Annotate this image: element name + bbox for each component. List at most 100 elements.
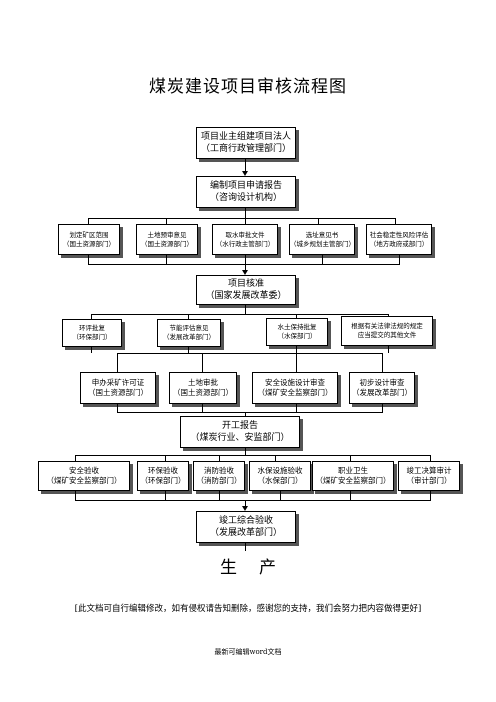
step-final-acceptance: 竣工综合验收 （发展改革部门） — [196, 511, 296, 543]
connector — [245, 264, 246, 272]
connector — [350, 455, 351, 461]
connector — [91, 314, 388, 315]
connector — [395, 218, 396, 224]
step-department: （环保部门） — [140, 476, 186, 485]
connector — [245, 412, 246, 416]
step-environmental-acceptance: 环保验收 （环保部门） — [137, 461, 189, 491]
step-other-documents: 根据有关法律法规的规定 应当提交的其他文件 — [341, 316, 433, 346]
connector — [88, 255, 89, 264]
step-department: （咨询设计机构） — [209, 193, 282, 203]
step-label: 消防验收 — [204, 465, 234, 475]
connector — [117, 412, 383, 413]
step-label: 竣工决算审计 — [406, 465, 452, 475]
connector — [202, 353, 203, 372]
step-water-permit: 取水审批文件 （水行政主管部门） — [212, 224, 278, 255]
connector — [296, 404, 297, 412]
step-label: 环保验收 — [148, 465, 178, 475]
connector — [188, 347, 189, 353]
step-department: （发展改革部门） — [352, 388, 412, 397]
connector — [166, 218, 167, 224]
connector — [91, 314, 92, 319]
connector — [88, 264, 400, 265]
step-department: （煤矿安全监察部门） — [46, 476, 122, 485]
step-safety-acceptance: 安全验收 （煤矿安全监察部门） — [38, 461, 130, 491]
step-application-report: 编制项目申请报告 （咨询设计机构） — [196, 176, 296, 208]
connector — [219, 491, 220, 500]
step-label: 划定矿区范围 — [69, 230, 109, 239]
connector — [399, 255, 400, 264]
footer-text: 最新可编辑word文档 — [214, 648, 282, 656]
connector — [88, 218, 89, 224]
connector — [91, 347, 92, 353]
connector — [296, 346, 297, 353]
connector — [382, 353, 383, 372]
step-social-risk: 社会稳定性风险评估 （地方政府或部门） — [366, 224, 432, 255]
step-label: 水土保持批复 — [277, 323, 317, 332]
connector — [117, 353, 383, 354]
step-department: （发展改革部门） — [163, 333, 215, 341]
page-title: 煤炭建设项目审核流程图 — [149, 77, 347, 97]
step-label: 开工报告 — [221, 420, 258, 431]
connector — [296, 353, 297, 372]
connector — [350, 491, 351, 500]
step-site-selection: 选址意见书 （城乡规划主管部门） — [289, 224, 355, 255]
step-project-approval: 项目核准 （国家发展改革委） — [196, 275, 296, 305]
step-department: 应当提交的其他文件 — [357, 331, 417, 339]
connector — [117, 404, 118, 412]
connector — [405, 455, 431, 456]
production-label: 生产 — [220, 558, 298, 578]
step-land-approval: 土地审批 （国土资源部门） — [169, 372, 237, 404]
step-department: （煤矿安全监察部门） — [257, 388, 333, 397]
step-water-conservation-acceptance: 水保设施验收 （水保部门） — [249, 461, 311, 491]
step-department: （审计部门） — [406, 476, 452, 485]
step-project-legal-person: 项目业主组建项目法人 （工商行政管理部门） — [196, 127, 296, 159]
step-label: 环评批复 — [79, 324, 105, 333]
step-department: （煤矿安全监察部门） — [315, 476, 391, 485]
connector — [430, 455, 431, 461]
step-department: （发展改革部门） — [209, 528, 282, 538]
step-department: （地方政府或部门） — [369, 239, 429, 248]
step-label: 根据有关法律法规的规定 — [351, 322, 423, 331]
connector — [219, 455, 220, 461]
step-final-audit: 竣工决算审计 （审计部门） — [398, 461, 460, 491]
connector — [245, 159, 246, 172]
step-department: （环保部门） — [72, 333, 112, 341]
step-environmental-approval: 环评批复 （环保部门） — [62, 319, 122, 347]
connector — [388, 346, 389, 353]
connector — [202, 404, 203, 412]
connector — [75, 491, 76, 500]
connector — [75, 455, 76, 461]
step-department: （消防部门） — [196, 476, 242, 485]
step-land-pre-review: 土地预审意见 （国土资源部门） — [136, 224, 198, 255]
step-fire-acceptance: 消防验收 （消防部门） — [193, 461, 245, 491]
document-note: [此文档可自行编辑修改，如有侵权请告知删除，感谢您的支持，我们会努力把内容做得更… — [74, 604, 422, 614]
step-safety-design-review: 安全设施设计审查 （煤矿安全监察部门） — [252, 372, 338, 404]
connector — [245, 305, 246, 314]
connector — [245, 255, 246, 264]
step-label: 安全设施设计审查 — [265, 377, 325, 387]
connector — [280, 491, 281, 500]
step-mining-area: 划定矿区范围 （国土资源部门） — [58, 224, 120, 255]
connector — [245, 500, 246, 508]
step-label: 竣工综合验收 — [218, 515, 273, 526]
connector — [75, 455, 405, 456]
step-mining-license: 申办采矿许可证 （国土资源部门） — [80, 372, 156, 404]
step-energy-assessment: 节能评估意见 （发展改革部门） — [157, 319, 221, 347]
step-occupational-health: 职业卫生 （煤矿安全监察部门） — [312, 461, 394, 491]
connector — [88, 218, 395, 219]
step-department: （水保部门） — [277, 332, 317, 340]
step-department: （国土资源部门） — [141, 239, 193, 248]
step-commencement-report: 开工报告 （煤炭行业、安监部门） — [180, 416, 300, 448]
connector — [165, 491, 166, 500]
step-label: 初步设计审查 — [359, 377, 405, 387]
step-label: 申办采矿许可证 — [91, 377, 145, 387]
connector — [296, 314, 297, 319]
step-label: 水保设施验收 — [257, 465, 303, 475]
step-department: （水行政主管部门） — [215, 239, 275, 248]
step-label: 编制项目申请报告 — [209, 180, 282, 191]
connector — [245, 208, 246, 218]
connector — [165, 455, 166, 461]
connector — [322, 255, 323, 264]
step-soil-water-conservation: 水土保持批复 （水保部门） — [266, 318, 328, 346]
step-department: （国土资源部门） — [173, 388, 233, 397]
